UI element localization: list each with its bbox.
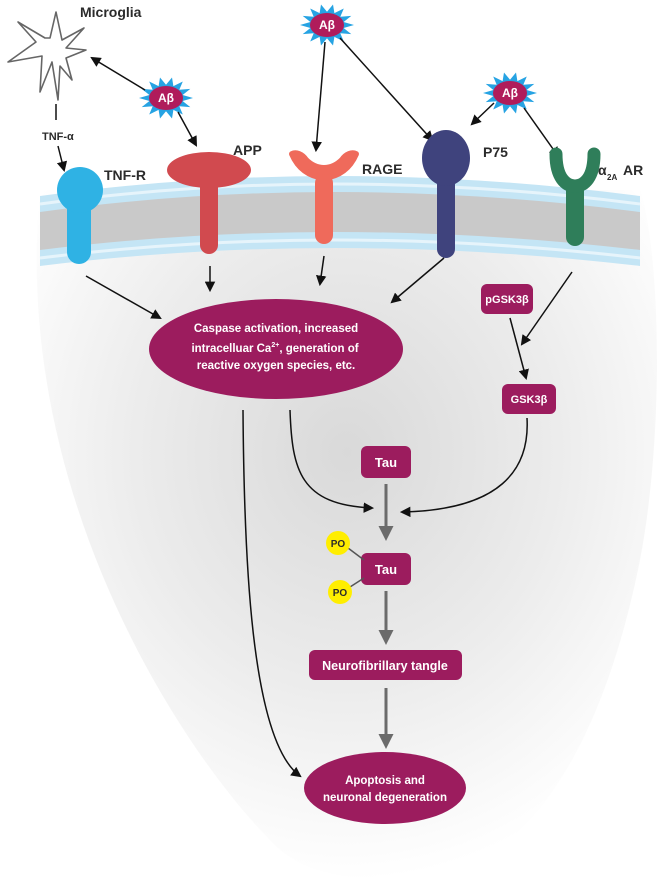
p75-receptor bbox=[422, 130, 470, 258]
gsk3b-label: GSK3β bbox=[511, 394, 548, 406]
abeta-label-1: Aβ bbox=[158, 91, 174, 105]
pgsk3b-label: pGSK3β bbox=[485, 294, 529, 306]
nft-label: Neurofibrillary tangle bbox=[322, 659, 448, 673]
p75-label: P75 bbox=[483, 144, 508, 160]
gsk3b-node: GSK3β bbox=[502, 384, 556, 414]
caspase-node: Caspase activation, increased intracellu… bbox=[149, 299, 403, 399]
abeta-label-3: Aβ bbox=[502, 86, 518, 100]
phosphate-group-1: PO bbox=[326, 531, 365, 561]
abeta-label-2: Aβ bbox=[319, 18, 335, 32]
arrow-caspase-to-tau bbox=[289, 409, 375, 513]
app-receptor bbox=[167, 152, 251, 254]
arrow-pgsk-to-gsk bbox=[509, 317, 529, 381]
alpha2a-ar-receptor bbox=[549, 147, 601, 246]
alpha-sub-label: 2A bbox=[607, 173, 617, 182]
arrow-caspase-to-apoptosis bbox=[242, 409, 302, 778]
apoptosis-line-1: Apoptosis and bbox=[345, 775, 425, 787]
arrow-p75-to-caspase bbox=[390, 257, 445, 304]
tnf-alpha-label: TNF-α bbox=[42, 131, 74, 143]
caspase-line-1: Caspase activation, increased bbox=[194, 323, 358, 335]
abeta-star-1: Aβ bbox=[139, 77, 193, 119]
app-label: APP bbox=[233, 142, 262, 158]
caspase-superscript: 2+ bbox=[271, 342, 279, 349]
tau-node: Tau bbox=[361, 446, 411, 478]
nft-node: Neurofibrillary tangle bbox=[309, 650, 462, 680]
microglia-icon bbox=[7, 11, 87, 101]
tau-label: Tau bbox=[375, 455, 397, 470]
abeta-star-3: Aβ bbox=[483, 72, 537, 114]
apoptosis-line-2: neuronal degeneration bbox=[323, 792, 447, 804]
arrow-tnfr-to-caspase bbox=[85, 275, 162, 320]
arrow-tnf-alpha-to-tnfr bbox=[56, 145, 68, 173]
phosphate-label-2: PO bbox=[333, 588, 348, 599]
microglia-label: Microglia bbox=[80, 4, 142, 20]
abeta-star-2: Aβ bbox=[300, 4, 354, 46]
apoptosis-node: Apoptosis and neuronal degeneration bbox=[304, 752, 466, 824]
caspase-line-2-tail: , generation of bbox=[279, 343, 358, 355]
phosphate-label-1: PO bbox=[331, 539, 346, 550]
arrow-abeta-to-rage bbox=[311, 41, 326, 153]
alpha-label: α bbox=[598, 162, 607, 178]
arrow-alpha2a-to-gsk bbox=[520, 271, 573, 346]
arrow-gsk-to-tau bbox=[399, 417, 528, 518]
arrow-rage-to-caspase bbox=[315, 255, 327, 287]
tnf-r-receptor bbox=[57, 167, 103, 264]
caspase-line-2-main: intracelluar Ca bbox=[191, 343, 271, 355]
arrow-abeta-to-p75-a bbox=[339, 37, 434, 142]
phosphate-group-2: PO bbox=[328, 577, 365, 604]
tnf-r-label: TNF-R bbox=[104, 167, 146, 183]
rage-label: RAGE bbox=[362, 161, 402, 177]
caspase-line-3: reactive oxygen species, etc. bbox=[197, 360, 356, 372]
phospho-tau-node: Tau bbox=[361, 553, 411, 585]
arrow-abeta-to-microglia bbox=[90, 56, 146, 91]
phospho-tau-label: Tau bbox=[375, 562, 397, 577]
arrow-abeta-to-alpha2a bbox=[523, 107, 560, 158]
cell-membrane bbox=[39, 176, 641, 266]
pgsk3b-node: pGSK3β bbox=[481, 284, 533, 314]
caspase-line-2: intracelluar Ca2+, generation of bbox=[191, 342, 358, 355]
alpha-ar-label: AR bbox=[623, 162, 643, 178]
arrow-abeta-to-p75-b bbox=[470, 102, 495, 126]
rage-receptor bbox=[289, 150, 359, 244]
arrow-abeta-to-app bbox=[177, 111, 198, 147]
